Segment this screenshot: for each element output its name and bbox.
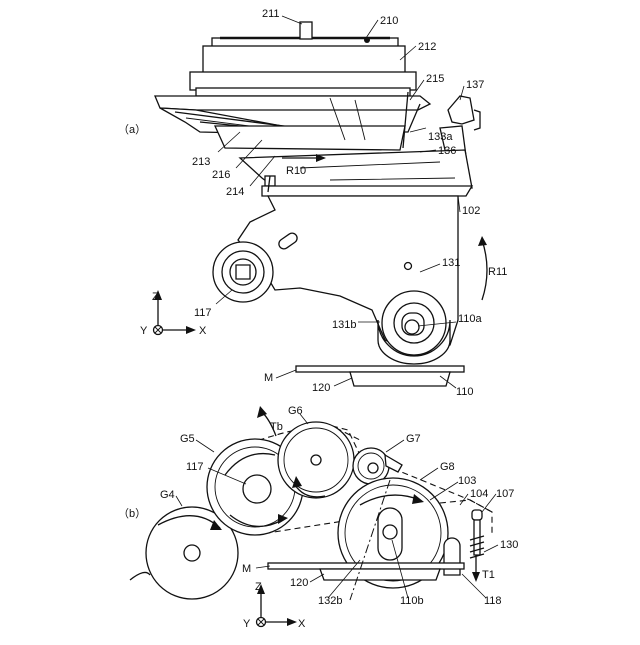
ref-118: 118 <box>484 595 502 607</box>
axis-b-z: Z <box>255 581 262 593</box>
panel-b: （b） <box>118 405 518 630</box>
ref-120-b: 120 <box>290 577 308 589</box>
ref-136: 136 <box>438 145 456 157</box>
panel-b-label: （b） <box>118 507 146 520</box>
ref-137: 137 <box>466 79 484 91</box>
ref-110b: 110b <box>400 595 424 607</box>
ref-g4: G4 <box>160 489 175 501</box>
arm-131 <box>213 196 458 364</box>
ref-110a: 110a <box>458 313 483 325</box>
ref-132b: 132b <box>318 595 342 607</box>
ref-117-b: 117 <box>186 461 204 473</box>
ref-104: 104 <box>470 488 488 500</box>
ref-211: 211 <box>262 8 280 20</box>
panel-a-label: （a） <box>118 123 146 136</box>
ref-tb: Tb <box>270 421 283 433</box>
ref-117-a: 117 <box>194 307 212 319</box>
ref-r11: R11 <box>488 266 507 278</box>
spring-mechanism <box>444 510 484 582</box>
ref-214: 214 <box>226 186 244 198</box>
ref-g8: G8 <box>440 461 455 473</box>
ref-110: 110 <box>456 386 474 398</box>
gear-g6 <box>278 422 354 498</box>
ref-m-b: M <box>242 563 251 575</box>
ref-103: 103 <box>458 475 476 487</box>
panel-a: （a） <box>118 8 507 398</box>
axis-b-y: Y <box>243 618 251 630</box>
axis-a-x: X <box>199 325 207 337</box>
axis-a-z: Z <box>152 291 159 303</box>
ref-t1: T1 <box>482 569 495 581</box>
ref-213: 213 <box>192 156 210 168</box>
ref-r10: R10 <box>286 165 306 177</box>
ref-m-a: M <box>264 372 273 384</box>
ref-g7: G7 <box>406 433 421 445</box>
axis-b-x: X <box>298 618 306 630</box>
ref-g5: G5 <box>180 433 195 445</box>
tray-assembly <box>155 92 480 196</box>
ref-210: 210 <box>380 15 398 27</box>
ref-130: 130 <box>500 539 518 551</box>
upper-unit-212 <box>190 22 416 96</box>
ref-107: 107 <box>496 488 514 500</box>
ref-133a: 133a <box>428 131 453 143</box>
ref-216: 216 <box>212 169 230 181</box>
ref-131b: 131b <box>332 319 356 331</box>
r11-arrow <box>482 240 487 300</box>
ref-120-a: 120 <box>312 382 330 394</box>
ref-215: 215 <box>426 73 444 85</box>
ref-g6: G6 <box>288 405 303 417</box>
ref-102: 102 <box>462 205 480 217</box>
axis-a-y: Y <box>140 325 148 337</box>
ref-131: 131 <box>442 257 460 269</box>
ref-212: 212 <box>418 41 436 53</box>
